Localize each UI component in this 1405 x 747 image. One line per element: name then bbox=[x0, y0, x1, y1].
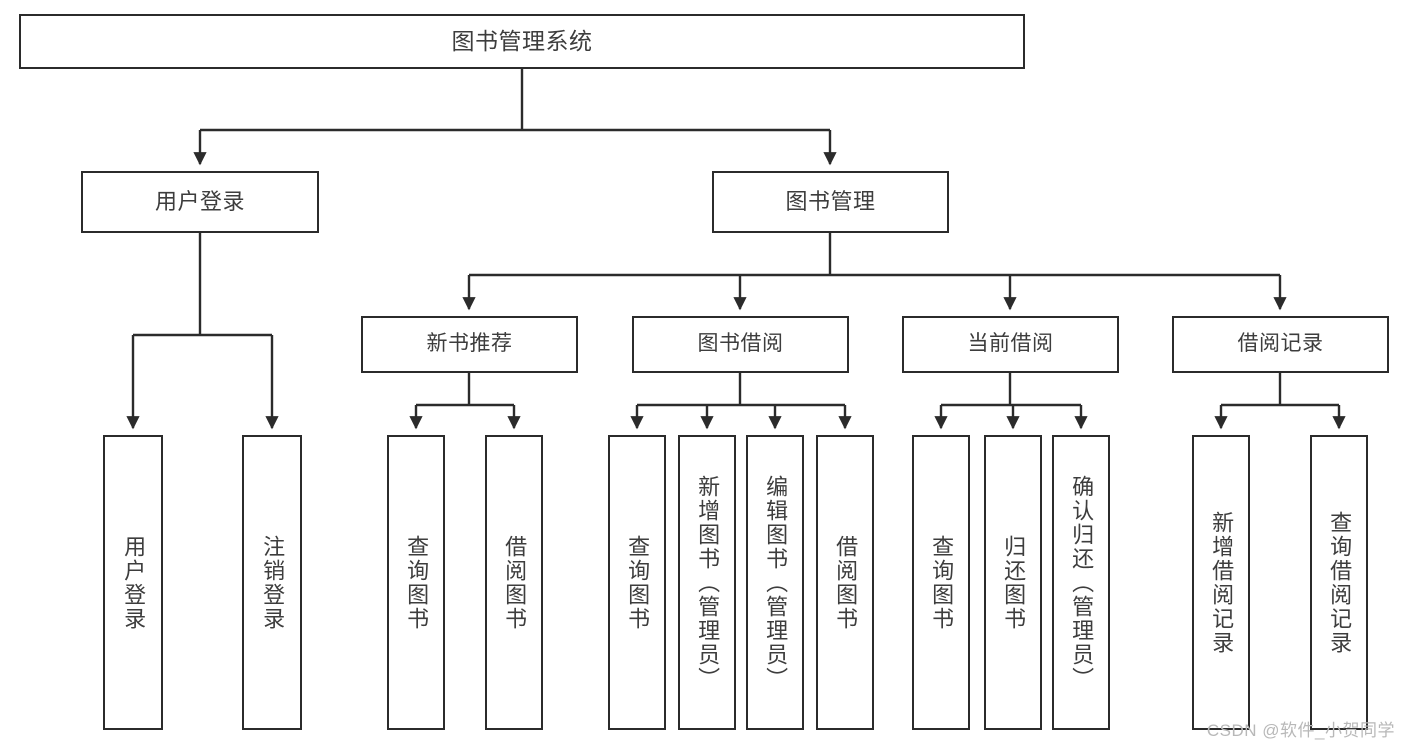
node-return-book-label: 归还图书 bbox=[1001, 534, 1027, 631]
node-query-book-current-label: 查询图书 bbox=[929, 534, 955, 631]
node-query-book-borrow-label: 查询图书 bbox=[625, 534, 651, 631]
node-new-book-recommend-label: 新书推荐 bbox=[426, 332, 513, 356]
node-borrow-book[interactable]: 借阅图书 bbox=[816, 435, 874, 730]
watermark: CSDN @软件_小贺同学 bbox=[1206, 721, 1395, 740]
node-edit-book-admin-label: 编辑图书（管理员） bbox=[763, 474, 789, 691]
node-confirm-return-admin[interactable]: 确认归还（管理员） bbox=[1052, 435, 1110, 730]
node-query-borrow-record[interactable]: 查询借阅记录 bbox=[1310, 435, 1368, 730]
node-logout-leaf-label: 注销登录 bbox=[260, 534, 286, 631]
node-borrow-book-rec[interactable]: 借阅图书 bbox=[485, 435, 543, 730]
node-query-book-rec-label: 查询图书 bbox=[404, 534, 430, 631]
node-borrow-book-rec-label: 借阅图书 bbox=[502, 534, 528, 631]
node-current-borrow-label: 当前借阅 bbox=[967, 332, 1054, 356]
node-query-book-current[interactable]: 查询图书 bbox=[912, 435, 970, 730]
node-add-borrow-record[interactable]: 新增借阅记录 bbox=[1192, 435, 1250, 730]
node-add-book-admin-label: 新增图书（管理员） bbox=[695, 474, 721, 691]
node-query-book-rec[interactable]: 查询图书 bbox=[387, 435, 445, 730]
node-logout-leaf[interactable]: 注销登录 bbox=[242, 435, 302, 730]
node-return-book[interactable]: 归还图书 bbox=[984, 435, 1042, 730]
node-query-borrow-record-label: 查询借阅记录 bbox=[1327, 510, 1353, 655]
node-user-login-leaf[interactable]: 用户登录 bbox=[103, 435, 163, 730]
node-root-label: 图书管理系统 bbox=[451, 27, 593, 54]
node-user-login-leaf-label: 用户登录 bbox=[121, 534, 147, 631]
node-edit-book-admin[interactable]: 编辑图书（管理员） bbox=[746, 435, 804, 730]
node-user-login[interactable]: 用户登录 bbox=[81, 171, 319, 233]
node-user-login-label: 用户登录 bbox=[154, 189, 245, 215]
node-book-borrow[interactable]: 图书借阅 bbox=[632, 316, 849, 373]
node-borrow-book-label: 借阅图书 bbox=[833, 534, 859, 631]
node-new-book-recommend[interactable]: 新书推荐 bbox=[361, 316, 578, 373]
node-book-borrow-label: 图书借阅 bbox=[697, 332, 784, 356]
node-borrow-record[interactable]: 借阅记录 bbox=[1172, 316, 1389, 373]
node-add-book-admin[interactable]: 新增图书（管理员） bbox=[678, 435, 736, 730]
node-current-borrow[interactable]: 当前借阅 bbox=[902, 316, 1119, 373]
node-book-manage-label: 图书管理 bbox=[785, 189, 876, 215]
node-book-manage[interactable]: 图书管理 bbox=[712, 171, 949, 233]
node-borrow-record-label: 借阅记录 bbox=[1237, 332, 1324, 356]
node-add-borrow-record-label: 新增借阅记录 bbox=[1209, 510, 1235, 655]
node-query-book-borrow[interactable]: 查询图书 bbox=[608, 435, 666, 730]
node-root[interactable]: 图书管理系统 bbox=[19, 14, 1025, 69]
node-confirm-return-admin-label: 确认归还（管理员） bbox=[1069, 474, 1095, 691]
